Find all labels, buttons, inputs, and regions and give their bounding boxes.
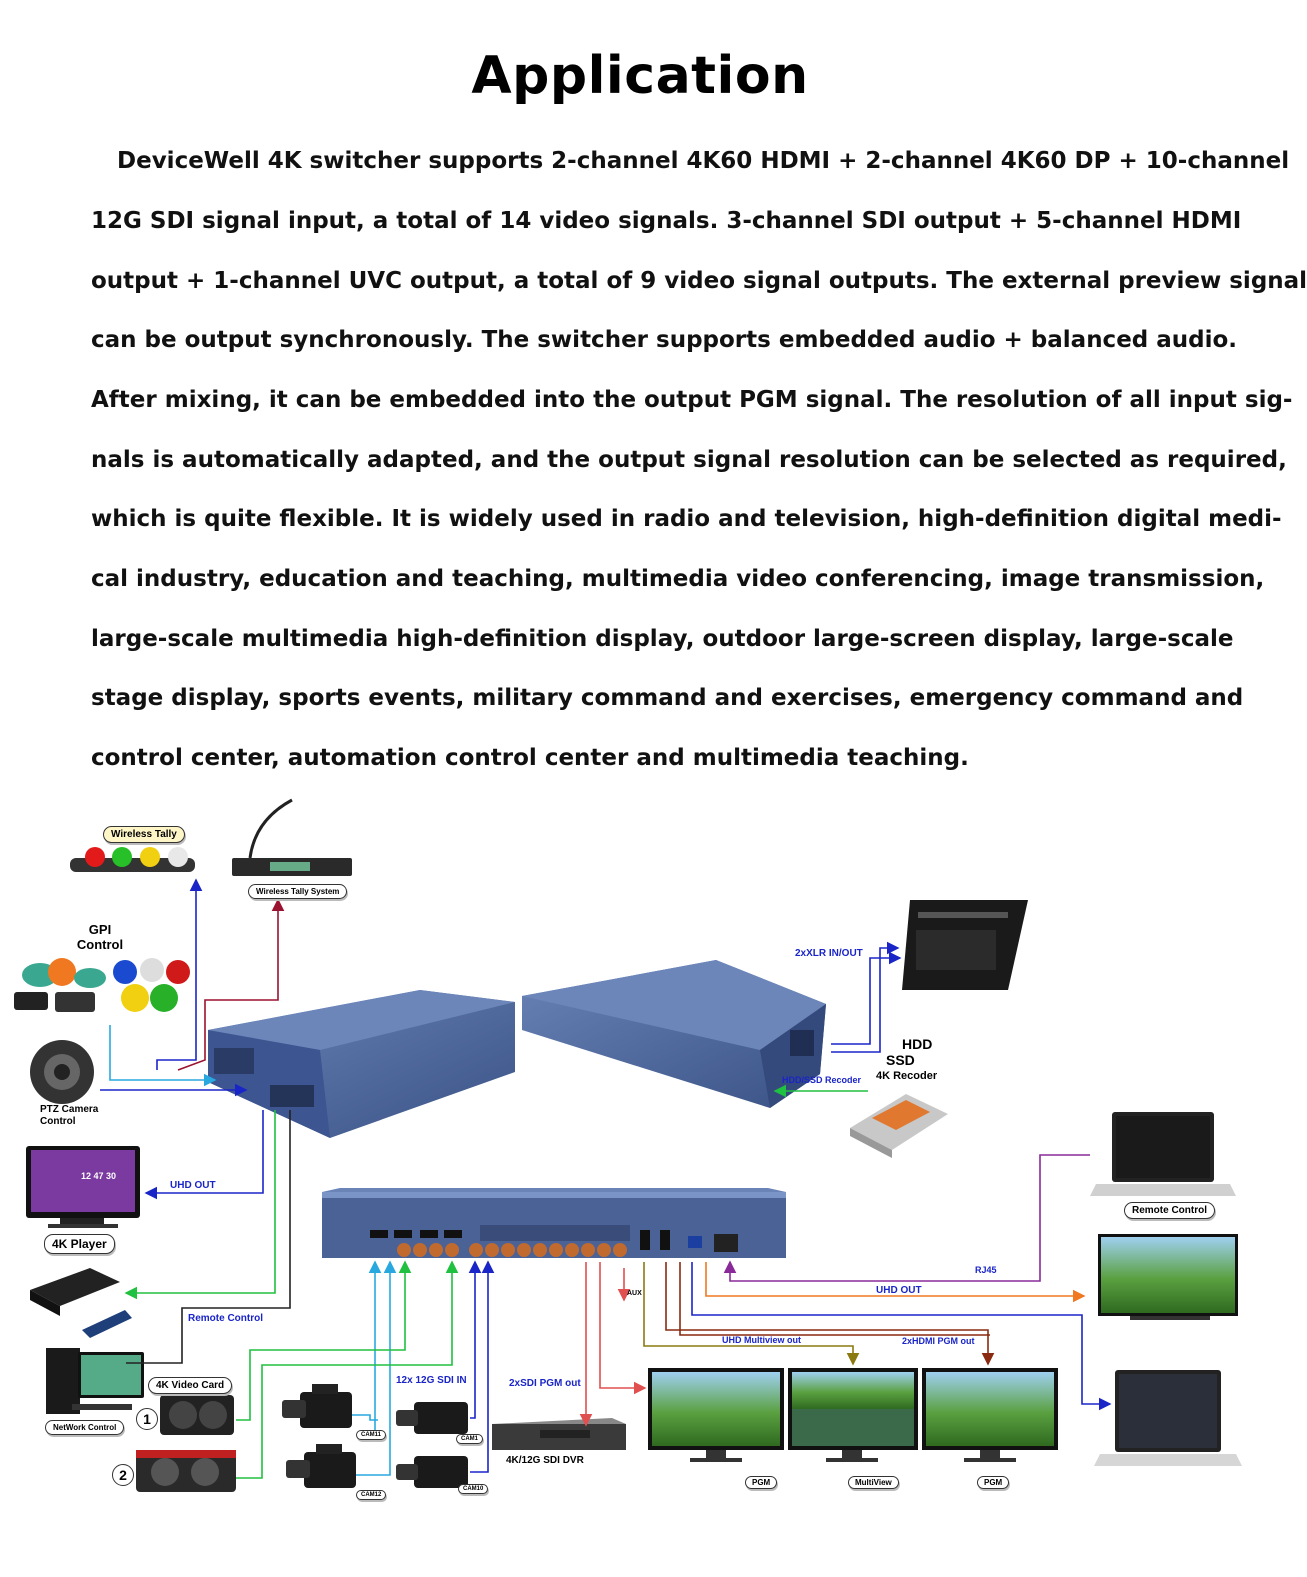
video-card-icon <box>136 1395 236 1492</box>
description-line: output + 1-channel UVC output, a total o… <box>91 268 1307 294</box>
ssd-label: SSD <box>886 1052 915 1068</box>
ssd-drive-icon <box>850 1094 948 1158</box>
clock-display: 12 47 30 <box>81 1171 117 1181</box>
card-1-badge: 1 <box>136 1408 158 1430</box>
card-2-badge: 2 <box>112 1464 134 1486</box>
switcher-top-view-left <box>208 990 515 1138</box>
pgm-monitor-left-icon <box>648 1368 784 1462</box>
remote-control-link-label: Remote Control <box>188 1313 263 1324</box>
description-line: cal industry, education and teaching, mu… <box>91 566 1265 592</box>
hdd-ssd-recorder-label: HDD/SSD Recoder <box>782 1075 862 1085</box>
page-title: Application <box>471 46 809 106</box>
description-line: After mixing, it can be embedded into th… <box>91 387 1293 413</box>
description-line: control center, automation control cente… <box>91 745 969 771</box>
network-control-label: NetWork Control <box>45 1420 125 1435</box>
pgm-left-label: PGM <box>745 1476 778 1489</box>
pgm-right-label: PGM <box>977 1476 1010 1489</box>
gpi-control-label: GPI Control <box>76 922 124 952</box>
wireless-tally-label: Wireless Tally <box>103 826 185 843</box>
4k-player-monitor-icon <box>26 1146 140 1228</box>
description-line: which is quite flexible. It is widely us… <box>91 506 1282 532</box>
description-line: 12G SDI signal input, a total of 14 vide… <box>91 208 1242 234</box>
cam1-label: CAM1 <box>456 1434 484 1444</box>
cam11-label: CAM11 <box>356 1430 387 1440</box>
sdi-bnc-connectors <box>397 1243 627 1257</box>
cam12-label: CAM12 <box>356 1490 387 1500</box>
camera-cam12-icon <box>286 1444 356 1488</box>
wireless-tally-system-label: Wireless Tally System <box>248 884 348 899</box>
wireless-tally-lights-icon <box>70 847 195 872</box>
wireless-tally-system-icon <box>232 798 352 876</box>
4k-recorder-label: 4K Recoder <box>876 1070 938 1082</box>
hdd-label: HDD <box>902 1036 933 1052</box>
4k-player-label: 4K Player <box>44 1234 115 1254</box>
sdi-dvr-label: 4K/12G SDI DVR <box>506 1455 584 1466</box>
camera-cam1-icon <box>396 1402 468 1434</box>
multiview-label: MultiView <box>848 1476 899 1489</box>
uhd-out-left-label: UHD OUT <box>170 1180 216 1191</box>
description-line: stage display, sports events, military c… <box>91 685 1244 711</box>
aux-label: AUX <box>627 1290 642 1297</box>
sdi-pgm-out-label: 2xSDI PGM out <box>509 1378 581 1389</box>
description-line: can be output synchronously. The switche… <box>91 327 1238 353</box>
description-line: nals is automatically adapted, and the o… <box>91 447 1287 473</box>
uhd-multiview-out-label: UHD Multiview out <box>722 1335 801 1345</box>
description-line: large-scale multimedia high-definition d… <box>91 626 1234 652</box>
pgm-monitor-right-icon <box>922 1368 1058 1462</box>
xlr-label: 2xXLR IN/OUT <box>795 948 863 959</box>
audio-mixer-icon <box>902 900 1028 990</box>
laptop-icon <box>1094 1370 1242 1466</box>
golf-tv-icon <box>1098 1234 1238 1320</box>
uhd-out-right-label: UHD OUT <box>876 1285 922 1296</box>
sdi-in-label: 12x 12G SDI IN <box>396 1375 467 1386</box>
cam10-label: CAM10 <box>458 1484 489 1494</box>
ptz-camera-control-label: PTZ Camera Control <box>40 1104 99 1127</box>
ptz-joystick-icon <box>30 1040 94 1104</box>
gpi-switches-icon <box>14 958 190 1012</box>
external-drive-icon <box>30 1268 132 1338</box>
application-diagram <box>14 798 1242 1492</box>
hdmi-pgm-out-label: 2xHDMI PGM out <box>902 1336 975 1346</box>
remote-control-laptop-icon <box>1090 1112 1236 1196</box>
remote-control-pc-label: Remote Control <box>1124 1202 1215 1219</box>
description-line: DeviceWell 4K switcher supports 2-channe… <box>117 148 1290 174</box>
rj45-label: RJ45 <box>975 1265 997 1275</box>
camera-cam10-icon <box>396 1456 468 1488</box>
video-card-label: 4K Video Card <box>148 1377 233 1394</box>
multiview-monitor-icon <box>788 1368 918 1462</box>
switcher-top-view-right <box>522 960 826 1108</box>
camera-cam11-icon <box>282 1384 352 1428</box>
connection-lines <box>100 878 1112 1479</box>
network-control-pc-icon <box>46 1348 144 1414</box>
sdi-dvr-icon <box>492 1418 626 1450</box>
